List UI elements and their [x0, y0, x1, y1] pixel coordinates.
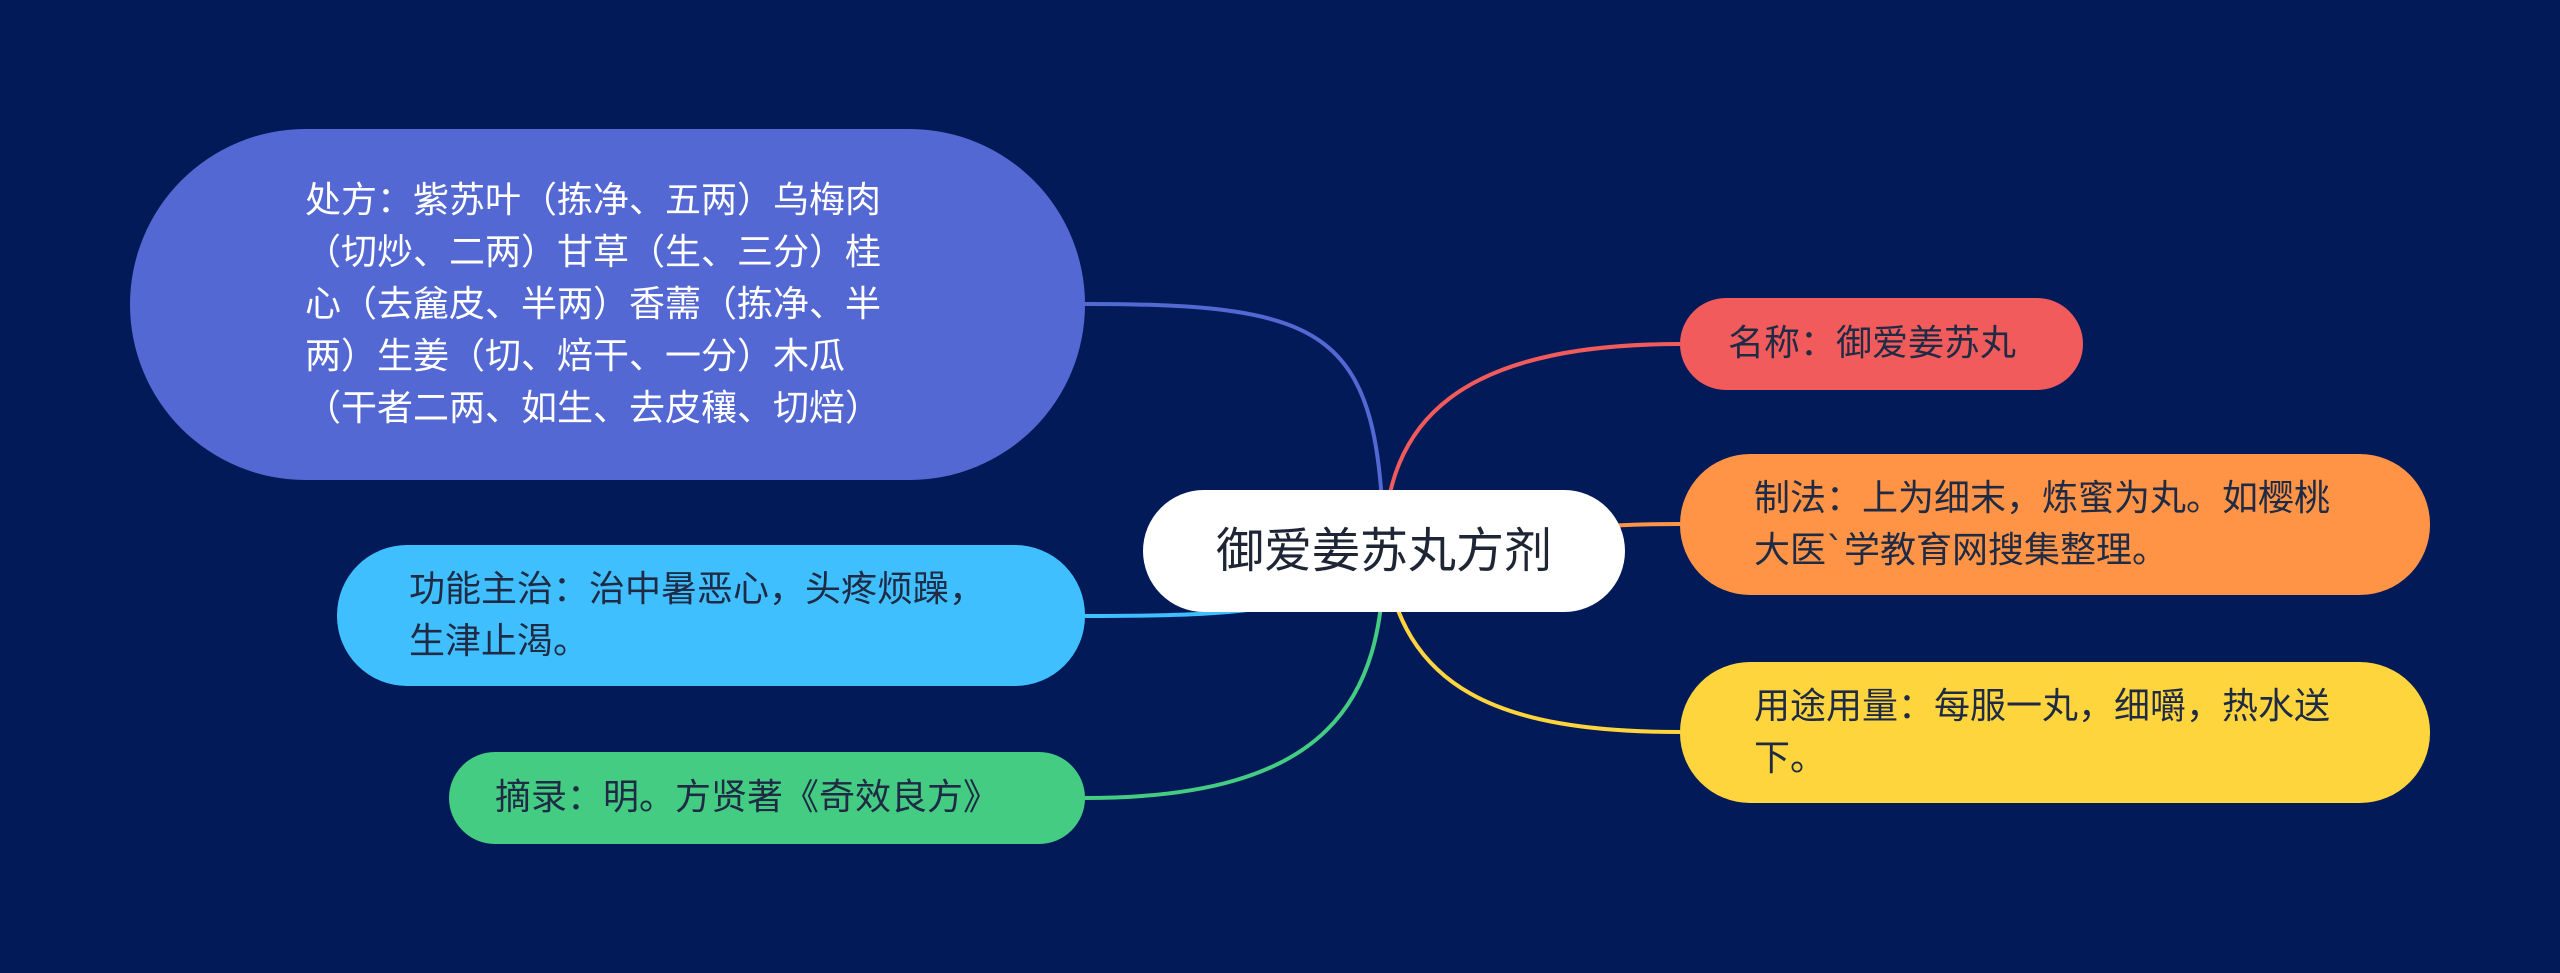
branch-method[interactable]: 制法：上为细末，炼蜜为丸。如樱桃大医`学教育网搜集整理。: [1680, 454, 2430, 595]
connector-recipe: [1084, 302, 1386, 552]
branch-dosage[interactable]: 用途用量：每服一丸，细嚼，热水送下。: [1680, 662, 2430, 803]
branch-dosage-label: 用途用量：每服一丸，细嚼，热水送下。: [1754, 685, 2331, 779]
branch-recipe[interactable]: 处方：紫苏叶（拣净、五两）乌梅肉（切炒、二两）甘草（生、三分）桂心（去麄皮、半两…: [130, 129, 1085, 480]
branch-recipe-label: 处方：紫苏叶（拣净、五两）乌梅肉（切炒、二两）甘草（生、三分）桂心（去麄皮、半两…: [305, 179, 882, 429]
central-topic[interactable]: 御爱姜苏丸方剂: [1143, 490, 1625, 612]
branch-name-label: 名称：御爱姜苏丸: [1728, 323, 2017, 364]
branch-source[interactable]: 摘录：明。方贤著《奇效良方》: [449, 752, 1085, 844]
central-topic-label: 御爱姜苏丸方剂: [1215, 523, 1552, 579]
branch-name[interactable]: 名称：御爱姜苏丸: [1680, 298, 2083, 390]
branch-method-label: 制法：上为细末，炼蜜为丸。如樱桃大医`学教育网搜集整理。: [1754, 477, 2331, 571]
branch-source-label: 摘录：明。方贤著《奇效良方》: [495, 777, 1000, 818]
branch-function-label: 功能主治：治中暑恶心，头疼烦躁，生津止渴。: [409, 568, 986, 662]
branch-function[interactable]: 功能主治：治中暑恶心，头疼烦躁，生津止渴。: [337, 545, 1085, 686]
